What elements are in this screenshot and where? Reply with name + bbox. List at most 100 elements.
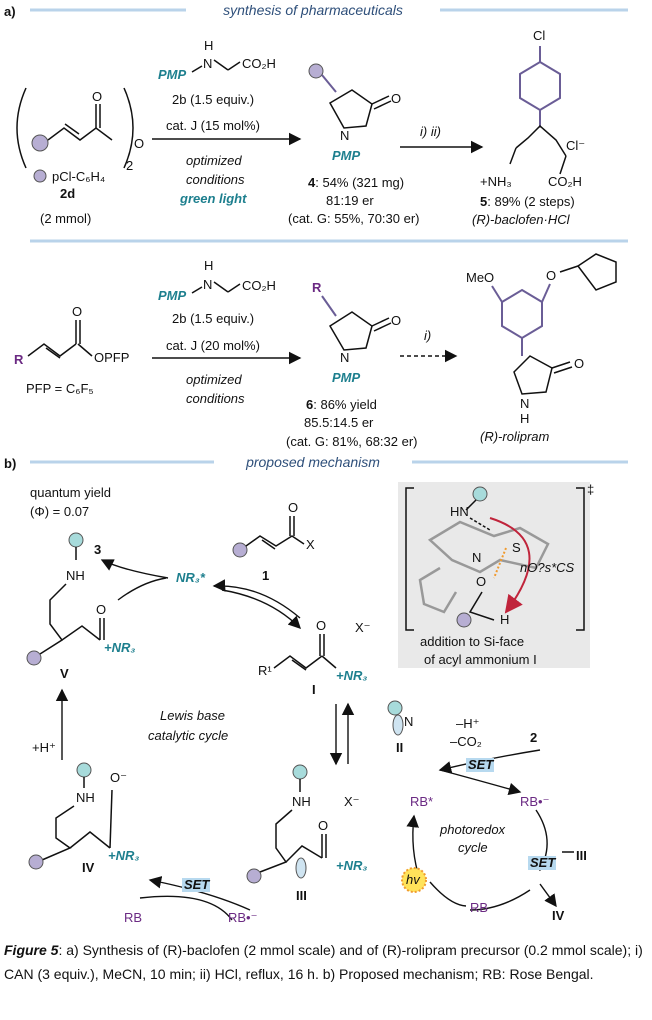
meo: MeO bbox=[466, 270, 494, 285]
green-light: green light bbox=[179, 191, 247, 206]
reagent-pmp: PMP bbox=[158, 67, 187, 82]
ts-label-2: of acyl ammonium I bbox=[424, 652, 537, 667]
cyclopentyl-ring bbox=[576, 253, 617, 291]
photoredox-2: cycle bbox=[458, 840, 488, 855]
chlorophenyl-ring bbox=[519, 60, 561, 112]
arrow bbox=[439, 769, 522, 796]
sun-icon bbox=[401, 867, 427, 893]
amine-sphere-icon bbox=[387, 700, 403, 716]
conditions-1b: optimized bbox=[186, 372, 242, 387]
radical-orbital bbox=[295, 857, 307, 879]
product6-yield: 6: 86% yield bbox=[306, 397, 377, 412]
product-yield: 4: 54% (321 mg) bbox=[308, 175, 404, 190]
ether-o: O bbox=[546, 268, 556, 283]
atom-o: O bbox=[316, 618, 326, 633]
product-r: R bbox=[312, 280, 322, 295]
baclofen-yield: 5: 89% (2 steps) bbox=[480, 194, 575, 209]
catalyst: cat. J (15 mol%) bbox=[166, 118, 260, 133]
cl-minus: Cl⁻ bbox=[566, 138, 585, 153]
aryl-sphere-icon bbox=[246, 868, 262, 884]
set-label: SET bbox=[468, 757, 494, 772]
part-a-header: synthesis of pharmaceuticals bbox=[223, 2, 403, 18]
atom-n: N bbox=[203, 277, 212, 292]
nr3-plus: +NR₃ bbox=[336, 858, 367, 873]
cmpd-IV-ref: IV bbox=[552, 908, 565, 923]
nh: NH bbox=[76, 790, 95, 805]
cmpd-3: 3 bbox=[94, 542, 101, 557]
baclofen-name: (R)-baclofen·HCl bbox=[472, 212, 571, 227]
ammonium: +NH₃ bbox=[480, 174, 512, 189]
set-label: SET bbox=[184, 877, 210, 892]
atom-h: H bbox=[520, 411, 529, 426]
atom-o: O bbox=[72, 304, 82, 319]
lactam-ring bbox=[513, 355, 553, 395]
ts-h: H bbox=[500, 612, 509, 627]
cmpd-V: V bbox=[60, 666, 69, 681]
product-pmp: PMP bbox=[332, 148, 361, 163]
atom-n: N bbox=[340, 128, 349, 143]
steps: i) ii) bbox=[420, 124, 441, 139]
ts-n: N bbox=[472, 550, 481, 565]
aryl-sphere-icon bbox=[31, 134, 49, 152]
minus-co2: –CO₂ bbox=[450, 734, 482, 749]
x-group: X bbox=[306, 537, 315, 552]
aryl-sphere-icon bbox=[456, 612, 472, 628]
o-minus: O⁻ bbox=[110, 770, 127, 785]
rb-star: RB* bbox=[410, 794, 433, 809]
ts-hn: HN bbox=[450, 504, 469, 519]
part-b-label: b) bbox=[4, 456, 16, 471]
acid: CO₂H bbox=[548, 174, 582, 189]
h-plus: +H⁺ bbox=[32, 740, 56, 755]
aryl-sphere-icon bbox=[308, 63, 324, 79]
conditions-2: conditions bbox=[186, 172, 245, 187]
rb-minus: RB•⁻ bbox=[228, 910, 257, 925]
atom-n: N bbox=[520, 396, 529, 411]
caption-text: : a) Synthesis of (R)-baclofen (2 mmol s… bbox=[4, 942, 643, 982]
x-minus: X⁻ bbox=[355, 620, 371, 635]
caption-prefix: Figure 5 bbox=[4, 942, 59, 958]
nr3-star: NR₃* bbox=[176, 570, 206, 585]
quantum-yield-1: quantum yield bbox=[30, 485, 111, 500]
atom-o: O bbox=[288, 500, 298, 515]
nr3-plus: +NR₃ bbox=[108, 848, 139, 863]
lewis-2: catalytic cycle bbox=[148, 728, 228, 743]
catalyst-skeleton bbox=[427, 520, 550, 574]
nh: NH bbox=[66, 568, 85, 583]
reaction-scheme: a) synthesis of pharmaceuticals O 2 O pC… bbox=[4, 2, 628, 925]
ts-orbital: nO?s*CS bbox=[520, 560, 575, 575]
pfp-def: PFP = C₆F₅ bbox=[26, 381, 94, 396]
rb-minus: RB•⁻ bbox=[520, 794, 549, 809]
product6-catg: (cat. G: 81%, 68:32 er) bbox=[286, 434, 418, 449]
lactam-ring bbox=[328, 311, 373, 351]
atom-h: H bbox=[204, 38, 213, 53]
set-box bbox=[528, 856, 556, 870]
atom-o: O bbox=[391, 313, 401, 328]
hv: hv bbox=[406, 872, 421, 887]
ts-dagger: ‡ bbox=[587, 482, 594, 497]
set-box bbox=[466, 758, 494, 772]
cmpd-III-ref: III bbox=[576, 848, 587, 863]
sm-id: 2d bbox=[60, 186, 75, 201]
atom-n: N bbox=[203, 56, 212, 71]
photoredox-1: photoredox bbox=[439, 822, 506, 837]
product-catg: (cat. G: 55%, 70:30 er) bbox=[288, 211, 420, 226]
ts-bracket bbox=[405, 487, 414, 631]
atom-n: N bbox=[404, 714, 413, 729]
aryl-sphere-icon bbox=[28, 854, 44, 870]
x-minus: X⁻ bbox=[344, 794, 360, 809]
cmpd-I: I bbox=[312, 682, 316, 697]
atom-o: O bbox=[391, 91, 401, 106]
figure-caption: Figure 5: a) Synthesis of (R)-baclofen (… bbox=[4, 938, 646, 986]
nh: NH bbox=[292, 794, 311, 809]
r1: R¹ bbox=[258, 663, 272, 678]
orbital-interaction bbox=[493, 547, 507, 579]
bracket-left bbox=[16, 87, 27, 169]
rb-ground: RB bbox=[470, 900, 488, 915]
catalyst-2: cat. J (20 mol%) bbox=[166, 338, 260, 353]
nr3-plus: +NR₃ bbox=[336, 668, 367, 683]
step-i: i) bbox=[424, 328, 431, 343]
arrow bbox=[539, 883, 557, 908]
reagent-co2h: CO₂H bbox=[242, 56, 276, 71]
arrow bbox=[148, 876, 251, 911]
conditions-1: optimized bbox=[186, 153, 242, 168]
